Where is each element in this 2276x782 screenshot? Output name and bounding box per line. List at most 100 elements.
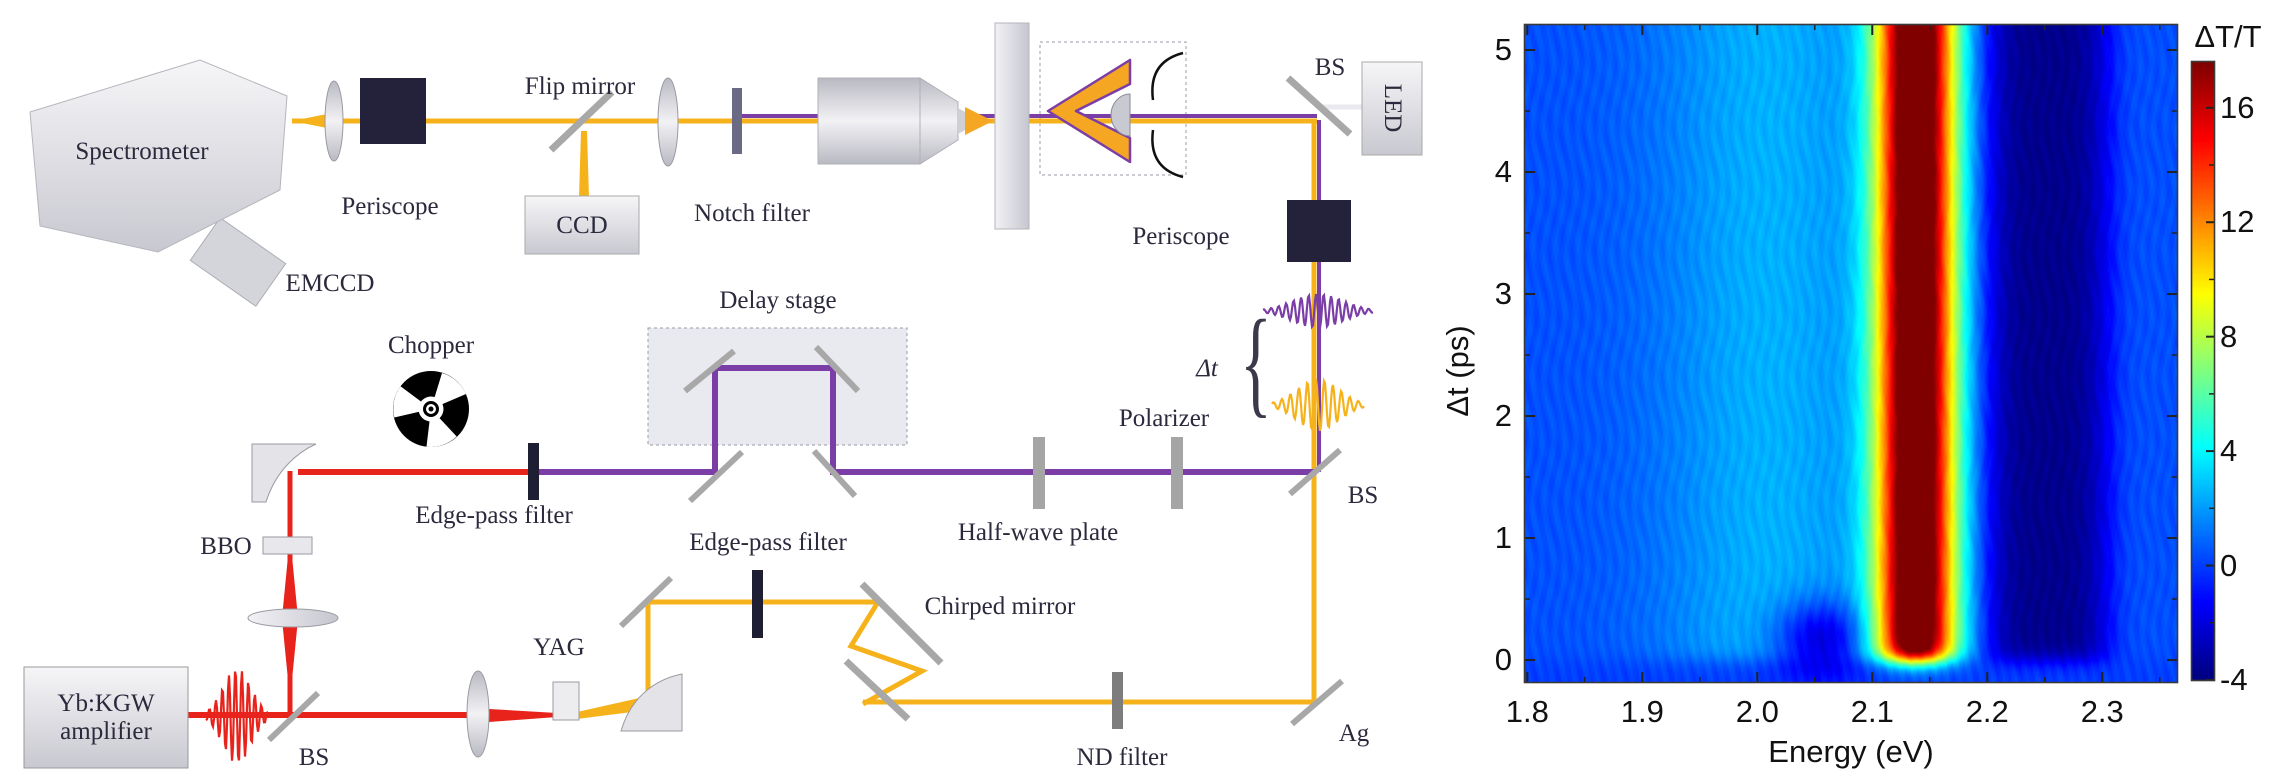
amplifier-label-line1: Yb:KGW: [57, 690, 155, 717]
lens-icon: [324, 80, 344, 162]
parabolic-mirror-icon: [620, 673, 683, 732]
led-body: [1361, 61, 1423, 156]
sample-slab: [994, 22, 1030, 230]
half-wave-plate-label: Half-wave plate: [957, 519, 1119, 546]
half-wave-plate-icon: [1033, 437, 1045, 509]
x-tick-label: 1.8: [1505, 694, 1549, 729]
beamsplitter-top-icon: [1285, 75, 1353, 137]
x-axis-label: Energy (eV): [1768, 734, 1934, 769]
yag-crystal-icon: [552, 681, 580, 721]
bbo-label: BBO: [200, 533, 252, 560]
polarizer-label: Polarizer: [1118, 405, 1210, 432]
beam-to-ccd: [579, 131, 589, 198]
x-tick-label: 2.0: [1735, 694, 1779, 729]
spectrometer-body: [29, 59, 288, 253]
periscope-top-body: [360, 78, 426, 144]
colorbar-tick-label: 8: [2220, 318, 2238, 354]
colorbar-tick-label: 16: [2220, 89, 2255, 125]
focus-bbo-up: [282, 546, 298, 618]
steering-mirror-icon: [618, 575, 674, 629]
beamsplitter-bottom-icon: [266, 690, 321, 743]
notch-filter-icon: [732, 88, 742, 154]
nd-filter-icon: [1112, 672, 1123, 729]
x-tick-label: 2.1: [1850, 694, 1894, 729]
brace-icon: {: [1240, 295, 1272, 428]
flip-mirror-label: Flip mirror: [524, 73, 636, 100]
y-tick-label: 0: [1494, 642, 1512, 678]
sample-chamber-box: [1039, 41, 1187, 176]
bs-top-label: BS: [1314, 54, 1346, 81]
emccd-body: [189, 217, 287, 307]
delay-mirror-icon: [813, 344, 861, 394]
colorbar: [2192, 62, 2214, 680]
objective-body: [817, 77, 921, 165]
amplifier-label-line2: amplifier: [60, 718, 152, 745]
x-tick-label: 2.3: [2080, 694, 2124, 729]
ccd-label: CCD: [556, 212, 608, 239]
objective-cone: [919, 77, 959, 165]
colorbar-tick-label: 4: [2220, 433, 2238, 469]
colorbar-tick-label: 12: [2220, 204, 2255, 240]
parabolic-mirror-brackets: [1151, 51, 1184, 179]
y-tick-label: 5: [1494, 32, 1512, 67]
axis-ticks: [1525, 25, 2214, 682]
ag-label: Ag: [1338, 720, 1370, 747]
beam-focus-yag: [489, 709, 557, 722]
periscope-right-label: Periscope: [1132, 223, 1230, 250]
chirped-zigzag: [847, 600, 929, 707]
x-tick-label: 2.2: [1965, 694, 2009, 729]
colorbar-frame: [2190, 60, 2216, 682]
bs-right-label: BS: [1347, 482, 1379, 509]
beamsplitter-right-icon: [1288, 447, 1342, 497]
chirped-mirror-plate: [843, 658, 911, 722]
notch-filter-label: Notch filter: [694, 200, 810, 227]
ccd-body: [524, 195, 640, 255]
amplifier-label: Yb:KGW amplifier: [57, 690, 154, 746]
bbo-crystal-icon: [262, 536, 313, 555]
chopper-wheel-icon: [393, 371, 469, 448]
lens-icon: [247, 608, 339, 628]
delay-mirror-icon: [687, 449, 745, 504]
delay-mirror-icon: [683, 348, 736, 394]
bs-bottom-label: BS: [298, 744, 330, 771]
colorbar-tick-label: -4: [2220, 662, 2248, 697]
periscope-top-label: Periscope: [341, 193, 439, 220]
sample-lens-icon: [1110, 93, 1131, 137]
periscope-right-body: [1287, 200, 1351, 262]
focus-bbo-down: [282, 619, 298, 690]
y-tick-label: 3: [1494, 276, 1512, 312]
x-tick-label: 1.9: [1620, 694, 1664, 729]
yag-label: YAG: [533, 634, 585, 661]
spectrometer-label: Spectrometer: [75, 138, 209, 165]
chopper-label: Chopper: [387, 332, 475, 359]
delay-mirror-icon: [811, 448, 858, 499]
amplifier-body: [23, 666, 189, 769]
lens-icon: [466, 670, 490, 758]
y-tick-label: 4: [1494, 154, 1512, 190]
pump-pulse-icon: [1262, 292, 1374, 330]
emccd-label: EMCCD: [285, 270, 375, 297]
focusing-cone-icon: [1046, 58, 1132, 164]
lens-icon: [657, 77, 679, 167]
silver-mirror-icon: [1290, 678, 1344, 727]
flip-mirror-icon: [548, 89, 615, 153]
whitelight-diverge: [577, 696, 648, 719]
chirped-mirror-plate: [859, 581, 944, 666]
colorbar-title: ΔT/T: [2194, 19, 2262, 54]
y-tick-label: 2: [1494, 398, 1512, 434]
edge-pass-filter-2-label: Edge-pass filter: [689, 529, 847, 556]
y-axis-label: Δt (ps): [1440, 325, 1475, 417]
parabolic-mirror-icon: [251, 443, 317, 503]
transient-absorption-heatmap: [1525, 25, 2177, 682]
pump-purple-path: [534, 365, 1314, 475]
focus-triangle: [965, 107, 993, 135]
probe-pulse-icon: [1271, 377, 1365, 433]
colorbar-tick-label: 0: [2220, 547, 2238, 583]
led-label: LED: [1379, 83, 1406, 133]
plot-frame: [1523, 23, 2179, 684]
edge-pass-filter-1-icon: [528, 443, 539, 500]
nd-filter-label: ND filter: [1076, 744, 1168, 771]
beam-focus-spectrometer: [292, 114, 327, 128]
